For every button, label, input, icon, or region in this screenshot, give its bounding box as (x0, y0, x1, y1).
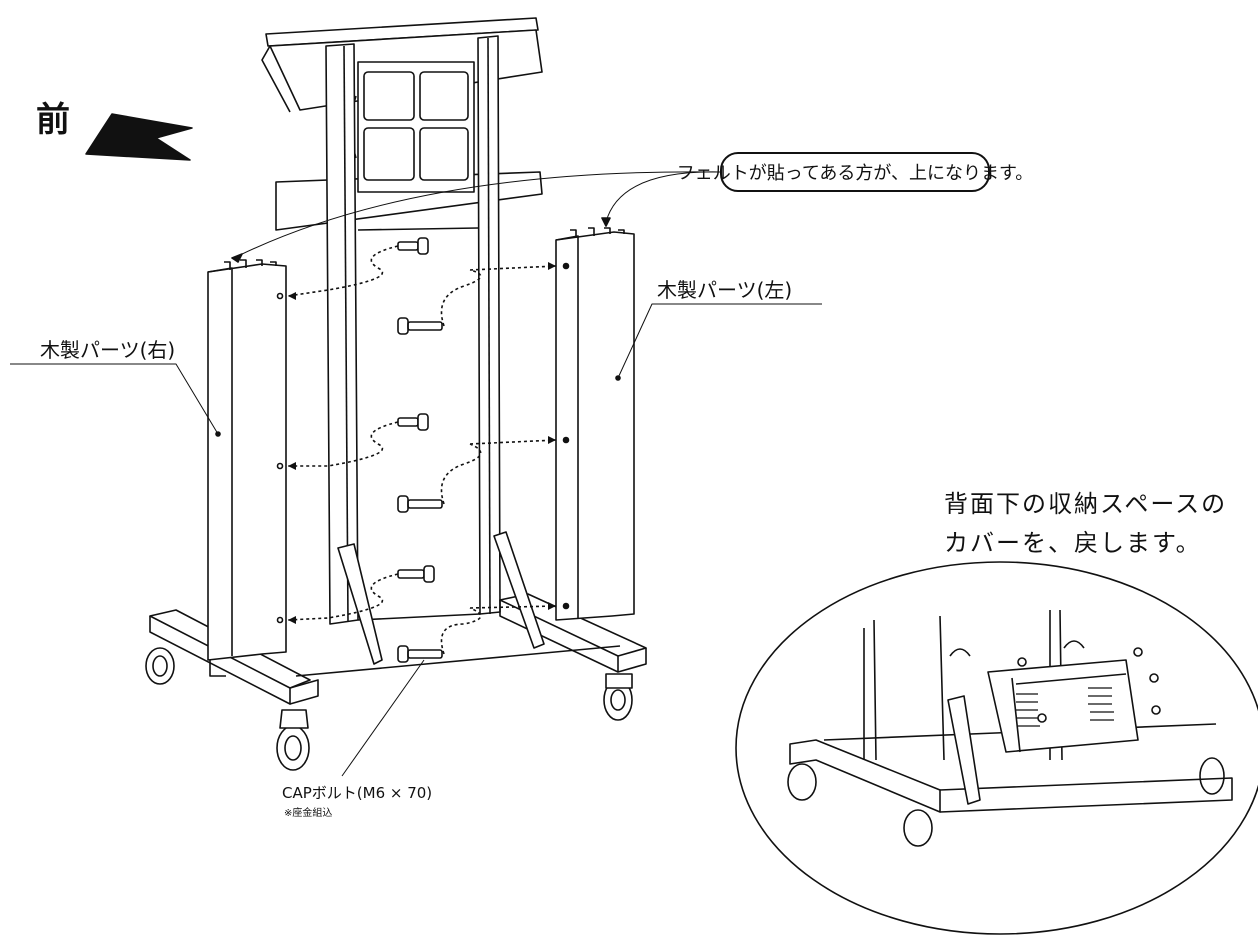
leader-wood-right (10, 363, 219, 435)
dashed-arrows (287, 245, 557, 655)
front-arrow (85, 113, 193, 161)
inset-caption-line1: 背面下の収納スペースの (944, 490, 1228, 518)
back-panel (357, 61, 475, 193)
felt-side-callout: フェルトが貼ってある方が、上になります。 (677, 152, 1033, 192)
caster-back-left (145, 647, 175, 685)
wood-part-right (207, 259, 287, 661)
inset-detail (735, 561, 1258, 935)
arrowheads (288, 262, 556, 624)
callout-arrow-to-left-part (605, 171, 721, 223)
cap-bolt-note: ※座金組込 (284, 808, 333, 819)
post-left (325, 43, 359, 625)
leader-bolt (341, 659, 425, 777)
leader-wood-left (617, 303, 822, 379)
caster-front-left (276, 709, 310, 771)
front-direction-label: 前 (36, 100, 70, 140)
post-right (477, 35, 501, 615)
caster-front-right (603, 673, 633, 721)
cap-bolt-label: CAPボルト(M6 × 70) (282, 784, 433, 802)
inset-caption-line2: カバーを、戻します。 (944, 529, 1202, 557)
wood-part-left-label: 木製パーツ(左) (657, 278, 793, 302)
bracket-right (493, 531, 545, 649)
wood-part-right-label: 木製パーツ(右) (40, 338, 176, 362)
cap-bolts (397, 237, 443, 663)
bracket-left (337, 543, 383, 665)
callout-arrow-to-right-part (237, 171, 721, 257)
wood-part-left (555, 227, 635, 621)
